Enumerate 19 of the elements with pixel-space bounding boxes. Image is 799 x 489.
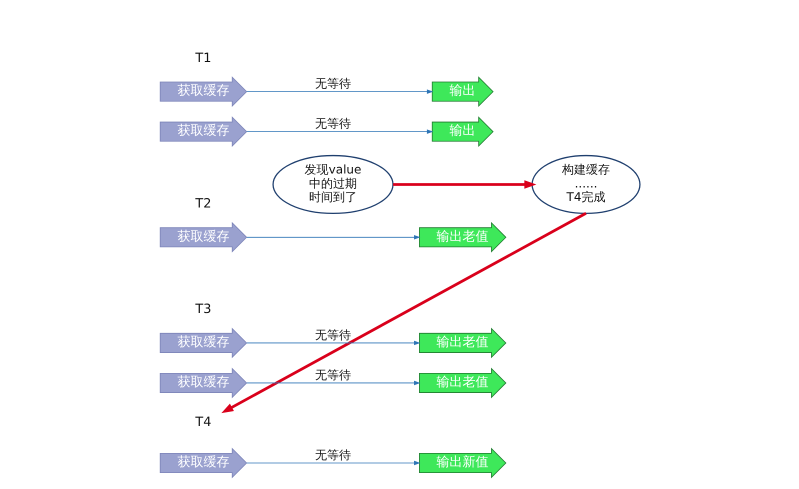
- arrow: [246, 460, 420, 466]
- edge-label: 无等待: [314, 368, 351, 382]
- arrow: [220, 212, 586, 414]
- edge-label: 无等待: [314, 116, 351, 131]
- arrow: [246, 89, 433, 94]
- edge-label: 无等待: [314, 328, 351, 342]
- edge-label: 无等待: [314, 448, 351, 462]
- label: T2: [194, 196, 211, 212]
- arrow: [246, 380, 420, 386]
- node-ellipse: 构建缓存 ...... T4完成: [531, 154, 640, 214]
- node-ellipse: 发现value中的过期时间到了: [272, 154, 394, 214]
- arrow: [246, 340, 420, 346]
- node-text: T4: [194, 415, 211, 430]
- edge-label: 无等待: [314, 76, 351, 91]
- label: T3: [194, 302, 211, 318]
- label: T1: [194, 50, 211, 66]
- arrow: [246, 235, 420, 240]
- arrow: [246, 129, 433, 134]
- arrow: [392, 180, 536, 189]
